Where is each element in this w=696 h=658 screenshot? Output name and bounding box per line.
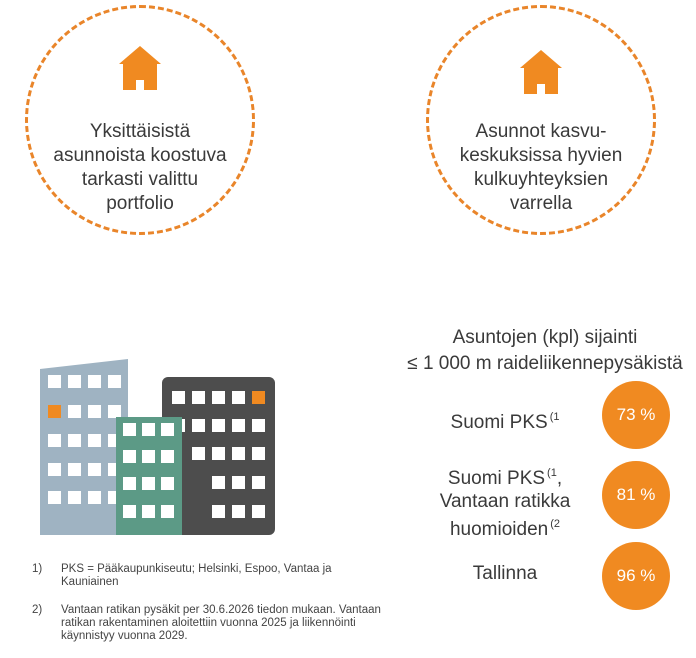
feature-line: kulkuyhteyksien	[473, 169, 609, 190]
feature-circle-portfolio	[25, 5, 255, 235]
stat-value: 96 %	[616, 566, 656, 585]
feature-line: asunnoista koostuva	[53, 145, 227, 166]
stat-badge-pks: 73 %	[602, 381, 670, 449]
stat-label-pks: Suomi PKS(1	[420, 406, 590, 434]
feature-text-portfolio: Yksittäisistä asunnoista koostuva tarkas…	[25, 120, 255, 216]
feature-line: Asunnot kasvu-	[475, 121, 607, 142]
feature-line: tarkasti valittu	[81, 169, 199, 190]
stat-label-comma: ,	[556, 468, 563, 489]
buildings-illustration	[40, 359, 275, 535]
stat-badge-pks-tram: 81 %	[602, 461, 670, 529]
stat-label-text: Vantaan ratikka	[439, 491, 571, 512]
headline-line: ≤ 1 000 m raideliikennepysäkistä	[407, 353, 683, 374]
footnote-ref: (2	[550, 518, 561, 530]
footnote-text: Vantaan ratikan pysäkit per 30.6.2026 ti…	[61, 604, 381, 642]
stat-label-text: Tallinna	[472, 563, 538, 584]
footnote-number: 2)	[32, 604, 43, 616]
footnote-1: 1) PKS = Pääkaupunkiseutu; Helsinki, Esp…	[32, 563, 402, 593]
stat-value: 73 %	[616, 405, 656, 424]
feature-circle-locations	[426, 5, 656, 235]
feature-line: portfolio	[106, 193, 174, 214]
footnote-ref: (1	[547, 467, 557, 479]
footnote-ref: (1	[549, 411, 560, 423]
stat-value: 81 %	[616, 485, 656, 504]
stat-label-text: Suomi PKS	[450, 412, 548, 433]
stat-label-text: huomioiden	[449, 519, 549, 540]
stat-label-pks-tram: Suomi PKS(1, Vantaan ratikka huomioiden(…	[420, 462, 590, 541]
location-stats-headline: Asuntojen (kpl) sijainti ≤ 1 000 m raide…	[400, 325, 690, 377]
footnote-number: 1)	[32, 563, 43, 575]
footnote-text: PKS = Pääkaupunkiseutu; Helsinki, Espoo,…	[61, 563, 332, 588]
stat-label-tallinna: Tallinna	[420, 562, 590, 585]
feature-line: keskuksissa hyvien	[459, 145, 623, 166]
house-icon	[119, 46, 161, 90]
feature-line: varrella	[509, 193, 573, 214]
stat-badge-tallinna: 96 %	[602, 542, 670, 610]
house-icon	[520, 50, 562, 94]
stat-label-text: Suomi PKS	[447, 468, 546, 489]
headline-line: Asuntojen (kpl) sijainti	[452, 327, 638, 348]
feature-text-locations: Asunnot kasvu- keskuksissa hyvien kulkuy…	[426, 120, 656, 216]
feature-line: Yksittäisistä	[89, 121, 191, 142]
footnote-2: 2) Vantaan ratikan pysäkit per 30.6.2026…	[32, 604, 402, 646]
